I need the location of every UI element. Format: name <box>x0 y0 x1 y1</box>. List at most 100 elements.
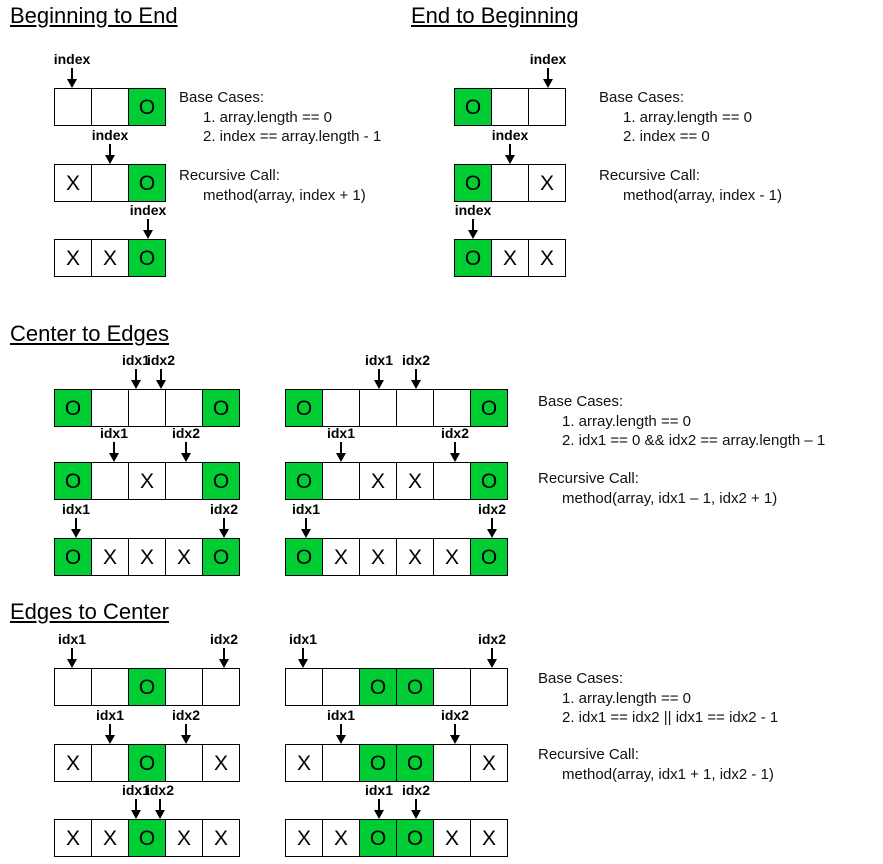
array-cell: X <box>359 538 397 576</box>
array-cell: O <box>470 538 508 576</box>
base-case-2: 2. index == 0 <box>623 128 710 145</box>
base-case-1: 1. array.length == 0 <box>562 412 691 430</box>
arrow-down-icon <box>487 659 497 668</box>
base-cases-title: Base Cases: <box>179 89 265 106</box>
array-cell: O <box>396 819 434 857</box>
c2e-notes: Base Cases: 1. array.length == 0 2. idx1… <box>538 392 825 451</box>
heading-beginning-to-end: Beginning to End <box>10 3 178 28</box>
arrow-down-icon <box>487 529 497 538</box>
array-cell: O <box>128 819 166 857</box>
array-cell: X <box>165 538 203 576</box>
c2e-odd-array-3: O X X X O <box>54 538 240 576</box>
pointer-label: idx2 <box>209 501 239 517</box>
arrow-down-icon <box>156 380 166 389</box>
pointer-label: idx1 <box>364 782 394 798</box>
recursive-call-1: method(array, idx1 – 1, idx2 + 1) <box>562 489 778 507</box>
array-cell <box>91 389 129 427</box>
arrow-down-icon <box>219 529 229 538</box>
array-cell: O <box>359 819 397 857</box>
array-cell: X <box>128 538 166 576</box>
base-cases-title: Base Cases: <box>599 89 685 106</box>
e2c-even-array-2: X O O X <box>285 744 508 782</box>
arrow-down-icon <box>181 453 191 462</box>
array-cell <box>91 164 129 202</box>
arrow-down-icon <box>336 453 346 462</box>
array-cell: O <box>396 744 434 782</box>
array-cell: X <box>322 819 360 857</box>
array-cell: O <box>54 462 92 500</box>
arrow-down-icon <box>155 810 165 819</box>
pointer-label: idx1 <box>99 425 129 441</box>
array-cell: O <box>54 538 92 576</box>
pointer-label: idx2 <box>401 782 431 798</box>
arrow-down-icon <box>411 380 421 389</box>
pointer-label: idx2 <box>477 631 507 647</box>
array-cell: O <box>128 164 166 202</box>
arrow-down-icon <box>67 659 77 668</box>
array-cell: O <box>128 744 166 782</box>
array-cell: X <box>396 462 434 500</box>
arrow-down-icon <box>71 529 81 538</box>
array-cell: O <box>202 462 240 500</box>
e2b-notes: Base Cases: 1. array.length == 0 2. inde… <box>599 88 752 147</box>
array-cell: O <box>470 462 508 500</box>
pointer-label: idx1 <box>326 425 356 441</box>
pointer-label: index <box>529 51 567 67</box>
array-cell <box>54 88 92 126</box>
heading-edges-to-center: Edges to Center <box>10 599 169 624</box>
pointer-label: idx2 <box>209 631 239 647</box>
recursive-call-title: Recursive Call: <box>538 746 639 763</box>
e2c-even-array-3: X X O O X X <box>285 819 508 857</box>
array-cell <box>165 389 203 427</box>
array-cell: O <box>202 389 240 427</box>
array-cell: O <box>359 744 397 782</box>
arrow-down-icon <box>450 453 460 462</box>
e2c-odd-array-1: O <box>54 668 240 706</box>
array-cell: X <box>528 239 566 277</box>
arrow-down-icon <box>131 810 141 819</box>
array-cell <box>491 164 529 202</box>
arrow-down-icon <box>105 735 115 744</box>
arrow-down-icon <box>67 79 77 88</box>
recursive-call-1: method(array, idx1 + 1, idx2 - 1) <box>562 765 774 783</box>
array-cell: X <box>54 744 92 782</box>
array-cell <box>202 668 240 706</box>
pointer-label: idx1 <box>61 501 91 517</box>
array-cell: O <box>454 88 492 126</box>
b2e-array-3: X X O <box>54 239 166 277</box>
array-cell <box>491 88 529 126</box>
arrow-down-icon <box>505 155 515 164</box>
b2e-notes: Base Cases: 1. array.length == 0 2. inde… <box>179 88 381 147</box>
pointer-label: idx2 <box>171 707 201 723</box>
arrow-down-icon <box>298 659 308 668</box>
heading-end-to-beginning: End to Beginning <box>411 3 579 28</box>
pointer-label: index <box>454 202 492 218</box>
arrow-down-icon <box>543 79 553 88</box>
array-cell: X <box>285 744 323 782</box>
array-cell: O <box>128 239 166 277</box>
recursive-call-title: Recursive Call: <box>538 470 639 487</box>
array-cell <box>396 389 434 427</box>
array-cell <box>322 389 360 427</box>
array-cell: X <box>54 164 92 202</box>
array-cell: X <box>470 819 508 857</box>
array-cell <box>91 88 129 126</box>
base-case-1: 1. array.length == 0 <box>562 689 691 707</box>
e2c-recursive: Recursive Call: method(array, idx1 + 1, … <box>538 745 774 784</box>
array-cell: O <box>359 668 397 706</box>
array-cell <box>322 462 360 500</box>
array-cell: X <box>433 819 471 857</box>
arrow-down-icon <box>181 735 191 744</box>
c2e-odd-array-2: O X O <box>54 462 240 500</box>
array-cell: X <box>165 819 203 857</box>
array-cell: X <box>128 462 166 500</box>
arrow-down-icon <box>336 735 346 744</box>
array-cell: X <box>433 538 471 576</box>
array-cell <box>433 668 471 706</box>
c2e-even-array-3: O X X X X O <box>285 538 508 576</box>
b2e-array-1: O <box>54 88 166 126</box>
arrow-down-icon <box>219 659 229 668</box>
base-case-2: 2. idx1 == idx2 || idx1 == idx2 - 1 <box>562 709 779 726</box>
array-cell: O <box>470 389 508 427</box>
array-cell <box>528 88 566 126</box>
